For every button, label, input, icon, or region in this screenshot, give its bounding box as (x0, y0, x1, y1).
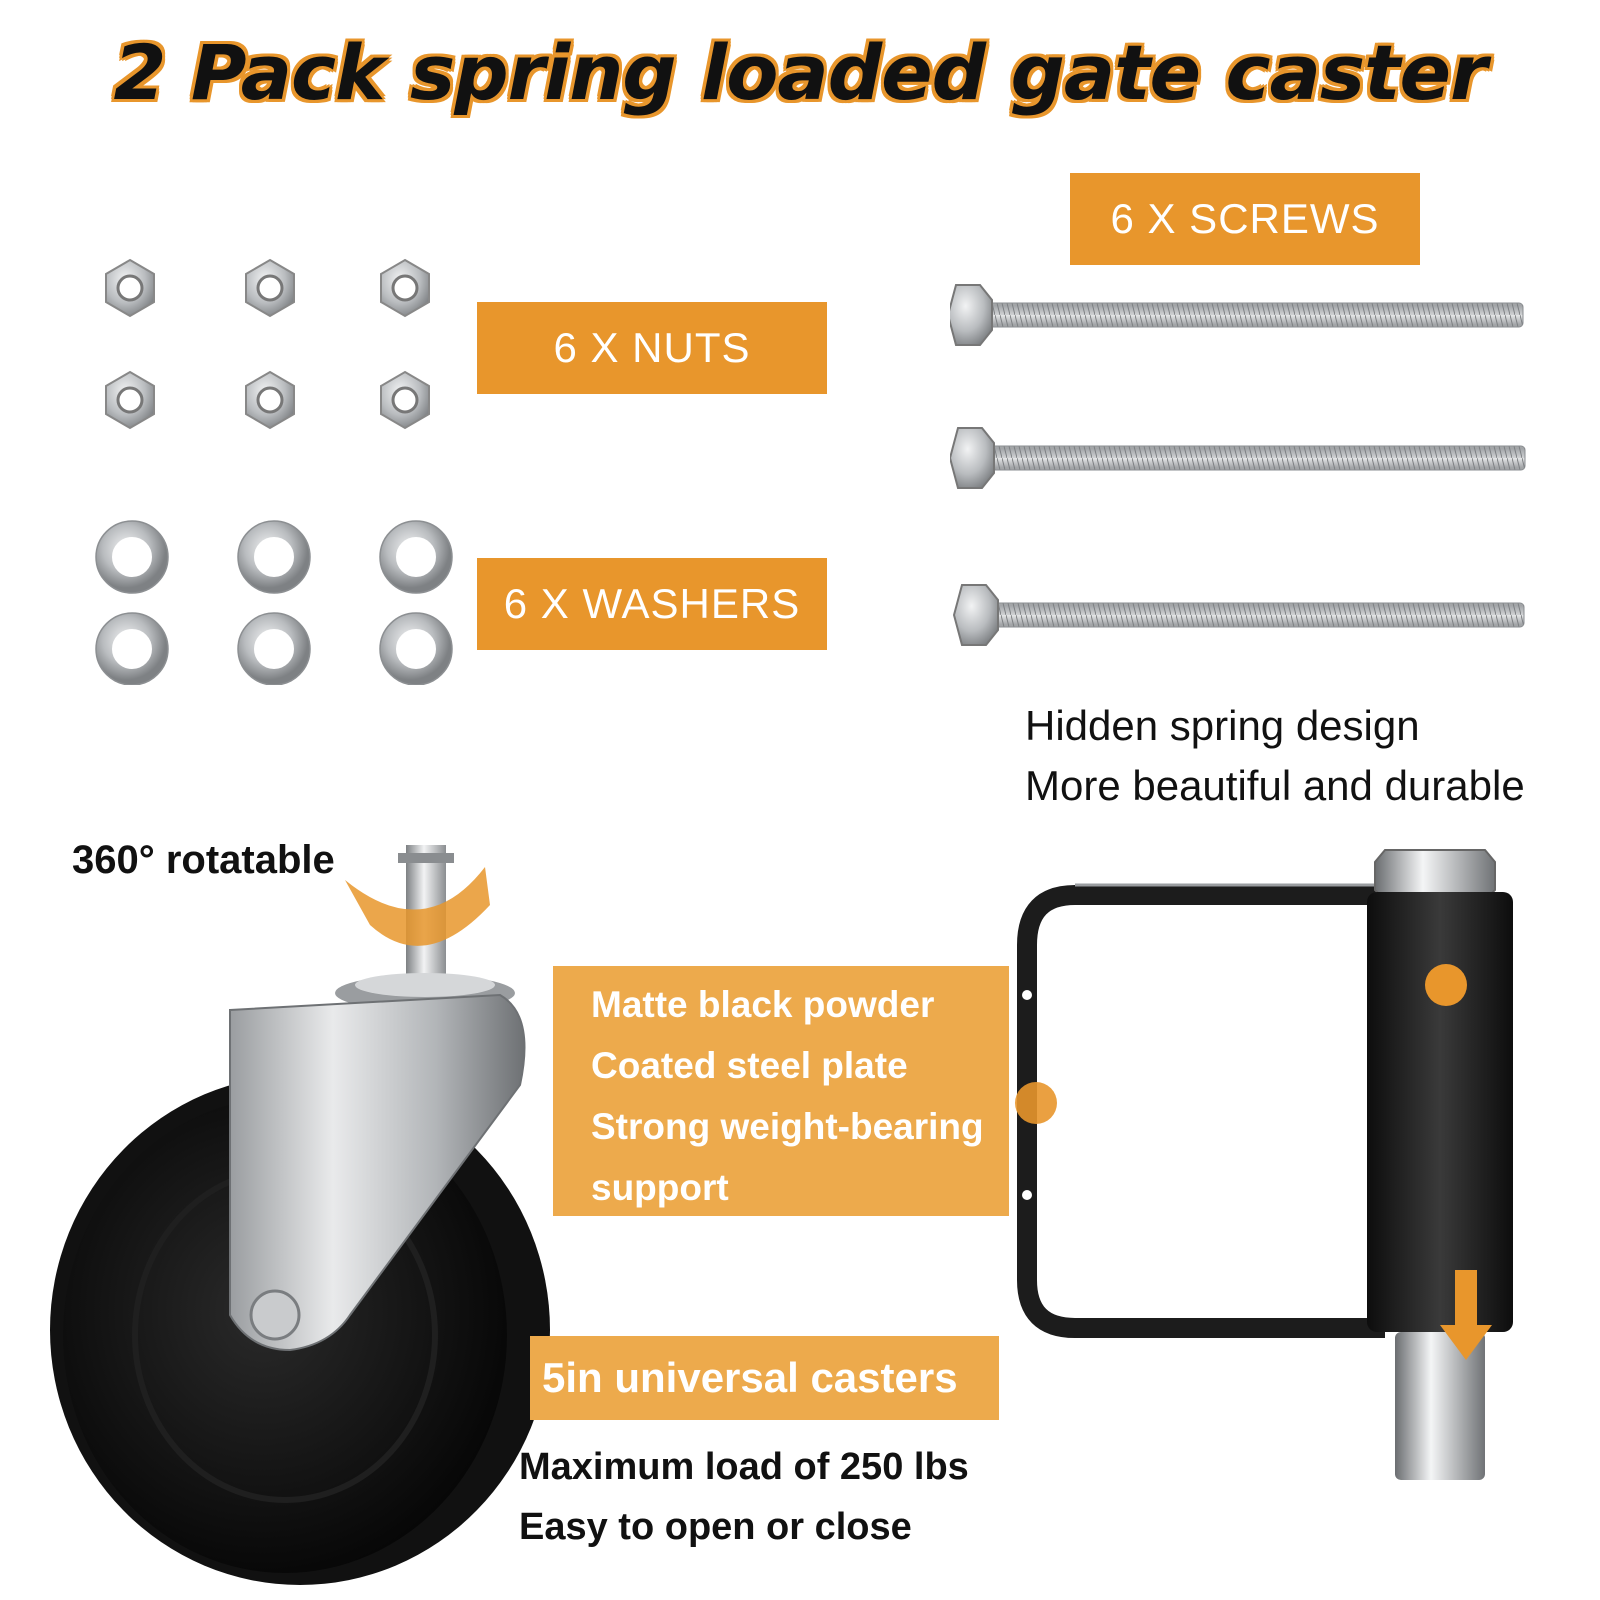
washer-icon (95, 520, 169, 594)
screw-icon (950, 427, 1526, 489)
washer-icon (95, 612, 169, 685)
plate-feature-2: Coated steel plate (591, 1045, 908, 1086)
hex-nut-icon (105, 370, 155, 430)
nuts-label: 6 X NUTS (477, 302, 827, 394)
hex-nut-icon (380, 258, 430, 318)
washers-label: 6 X WASHERS (477, 558, 827, 650)
load-notes: Maximum load of 250 lbs Easy to open or … (519, 1437, 969, 1557)
caster-label: 5in universal casters (530, 1336, 999, 1420)
spring-note-line1: Hidden spring design (1025, 702, 1420, 749)
screws-group (950, 284, 1526, 646)
nuts-group (105, 258, 430, 430)
highlight-dot (1015, 1082, 1057, 1124)
spring-note: Hidden spring design More beautiful and … (1025, 696, 1525, 816)
washer-icon (237, 520, 311, 594)
washer-icon (237, 612, 311, 685)
highlight-dot (1425, 964, 1467, 1006)
load-note-line2: Easy to open or close (519, 1506, 912, 1548)
screw-icon (952, 584, 1525, 646)
washers-group (95, 520, 453, 685)
hex-nut-icon (105, 258, 155, 318)
page-title: 2 Pack spring loaded gate caster (113, 28, 1488, 117)
down-arrow-icon (1440, 1270, 1492, 1360)
gate-bracket-image (1017, 849, 1513, 1480)
rotatable-label: 360° rotatable (72, 838, 335, 882)
washer-icon (379, 520, 453, 594)
hex-nut-icon (245, 370, 295, 430)
plate-feature-1: Matte black powder (591, 984, 935, 1025)
rotate-arrow-icon (345, 867, 490, 946)
plate-feature-4: support (591, 1167, 729, 1208)
washer-icon (379, 612, 453, 685)
screws-label: 6 X SCREWS (1070, 173, 1420, 265)
plate-feature-3: Strong weight-bearing (591, 1106, 984, 1147)
plate-features-box: Matte black powder Coated steel plate St… (553, 966, 1009, 1216)
load-note-line1: Maximum load of 250 lbs (519, 1446, 969, 1488)
hex-nut-icon (380, 370, 430, 430)
screw-icon (950, 284, 1524, 346)
spring-note-line2: More beautiful and durable (1025, 762, 1525, 809)
caster-wheel-image (50, 845, 550, 1585)
hex-nut-icon (245, 258, 295, 318)
